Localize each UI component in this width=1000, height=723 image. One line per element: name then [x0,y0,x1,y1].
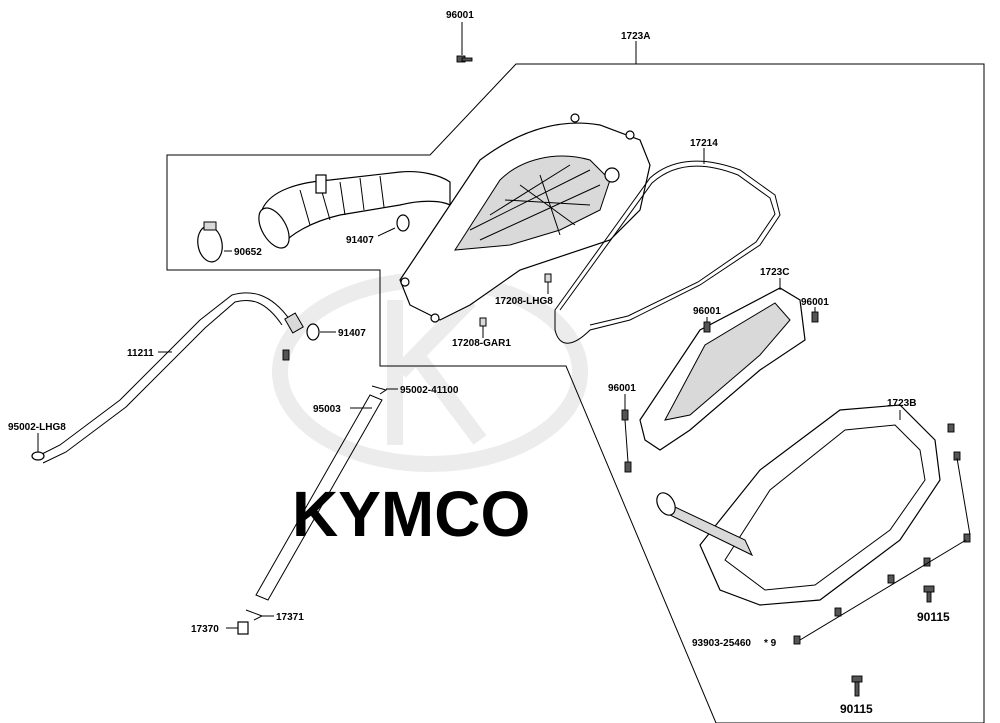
screw-leader [799,539,967,641]
assembly-boundary [166,63,985,723]
case-tab [625,130,635,140]
clip-ring [31,451,45,461]
cover-screws [793,423,971,645]
clip-95002-lhg8 [31,433,45,461]
clip-body [245,609,264,621]
clamp-90652 [197,221,232,263]
bolt-body [624,461,632,473]
label-17208-lhg8: 17208-LHG8 [495,296,553,307]
screw [947,423,955,433]
case-boss [604,167,620,183]
label-93903-25460: 93903-25460 [692,638,751,649]
pin-body [479,317,487,327]
label-96001-mid: 96001 [608,383,636,394]
gasket-inner [559,165,776,326]
gasket-17214 [554,148,781,344]
bolt-96001-mid [621,394,632,473]
label-90115-b: 90115 [840,702,873,716]
cover-1723c [639,278,806,451]
screw [887,574,895,584]
clip-ring [396,214,410,232]
intake-duct-ribs [299,175,385,226]
intake-duct-mouth [258,207,290,249]
screw-leader [956,457,971,536]
pin-body [544,273,552,283]
hose-outer [39,292,291,456]
label-96001-left: 96001 [693,306,721,317]
gasket-outline [554,160,781,344]
cover-1723b-body [699,404,941,606]
case-tab [430,313,440,323]
leader-91407-a [377,227,396,237]
label-1723a: 1723A [621,31,650,42]
bolt-head [851,675,863,683]
bolt-90115-b [851,675,863,697]
screw [963,533,971,543]
label-95002-41100: 95002-41100 [400,385,459,396]
label-11211: 11211 [127,348,154,359]
watermark-brand-text: KYMCO [292,478,530,550]
label-quantity: * 9 [764,638,777,649]
bolt-shank [854,681,860,697]
bolt-shank [461,57,473,62]
label-96001-right: 96001 [801,297,829,308]
screw [834,607,842,617]
label-90115-a: 90115 [917,610,950,624]
bolt-body [811,311,819,323]
bolt-shank [926,591,932,603]
label-1723b: 1723B [887,398,916,409]
breather-hose-11211 [39,292,304,464]
label-95002-lhg8: 95002-LHG8 [8,422,66,433]
bolt-96001-top [456,22,473,63]
cover-1723b [656,404,941,606]
label-17208-gar1: 17208-GAR1 [452,338,511,349]
watermark-k-icon [387,294,487,445]
clip-17371 [245,609,274,621]
brand-watermark: KYMCO [272,272,588,550]
clip-body [371,385,388,395]
label-91407-a: 91407 [346,235,374,246]
bolt-90115-a [923,585,935,603]
pin-17208-lhg8 [544,273,552,294]
bolt-body [703,321,711,333]
cover-1723b-edge [724,424,926,591]
hose-end [284,312,304,334]
label-90652: 90652 [234,247,262,258]
honeycomb-pattern [469,164,601,241]
bolt-96001-left [703,317,711,333]
label-91407-b: 91407 [338,328,366,339]
clip-91407-b [306,323,336,341]
leader-96001-mid-b [624,419,629,463]
clip-ring [306,323,320,341]
bolt-small [282,349,290,361]
label-17371: 17371 [276,612,304,623]
intake-duct [258,170,451,249]
bolt-96001-right [811,307,819,323]
intake-nozzle [315,174,327,194]
clip-95002-41100 [371,385,398,395]
plug-17370 [226,621,249,635]
case-tab [570,113,580,123]
clamp-screw [203,221,217,231]
plug-body [237,621,249,635]
case-tab [400,277,410,287]
screw [793,635,801,645]
drain-tube-95003 [255,394,383,601]
label-1723c: 1723C [760,267,789,278]
pin-17208-gar1 [479,317,487,338]
cover-1723c-inner [664,302,791,421]
label-96001-top: 96001 [446,10,474,21]
bolt-head [923,585,935,593]
snorkel-mouth [656,492,676,516]
filter-case [399,113,651,323]
label-17370: 17370 [191,624,219,635]
intake-duct-body [261,170,451,247]
clip-91407-a [377,214,410,237]
hose-inner [42,299,283,464]
label-17214: 17214 [690,138,718,149]
label-95003: 95003 [313,404,341,415]
drain-tube-body [255,394,383,601]
bolt-body [621,409,629,421]
